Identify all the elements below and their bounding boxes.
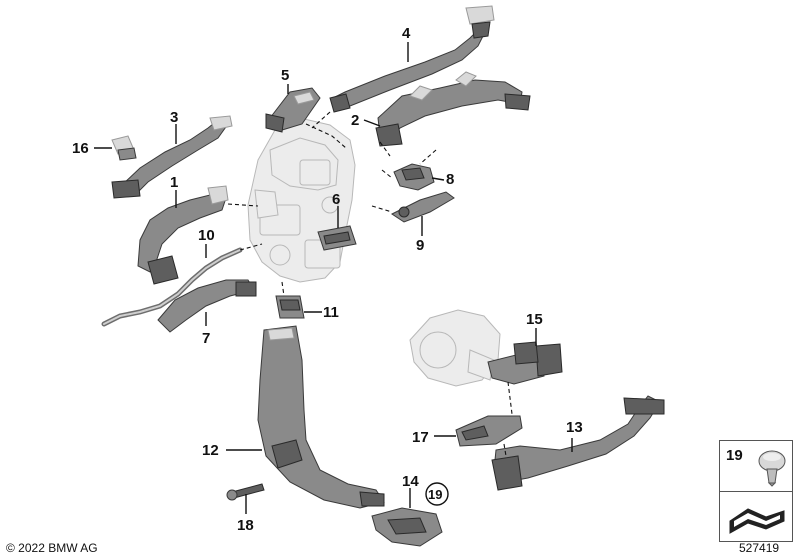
callout-18: 18 [237, 517, 254, 534]
part-8-nozzle[interactable] [393, 163, 435, 191]
hvac-unit [247, 117, 356, 283]
part-14-cover[interactable] [371, 507, 443, 547]
callout-8: 8 [446, 171, 454, 188]
part-16-clip[interactable] [111, 135, 137, 161]
callout-19-circle [425, 482, 449, 506]
part-18-pin[interactable] [226, 483, 265, 501]
part-10-drain-hose[interactable] [101, 247, 243, 327]
callout-3: 3 [170, 109, 178, 126]
kit-set-icon [729, 508, 785, 534]
part-6-flap-box[interactable] [317, 225, 357, 251]
callout-19: 19 [428, 487, 442, 502]
callout-2: 2 [351, 112, 359, 129]
callout-5: 5 [281, 67, 289, 84]
part-4-upper-duct[interactable] [329, 5, 495, 113]
part-3-side-duct[interactable] [111, 115, 233, 199]
part-5-duct[interactable] [265, 87, 321, 133]
callout-15: 15 [526, 311, 543, 328]
callout-labels: 4 5 2 3 16 1 6 8 9 10 7 11 15 12 17 13 1… [72, 25, 583, 534]
callout-11: 11 [323, 304, 339, 321]
part-17-bracket[interactable] [455, 415, 523, 447]
part-11-adapter[interactable] [275, 295, 305, 319]
part-1-footwell-duct[interactable] [137, 185, 229, 285]
legend-part-number: 19 [726, 447, 743, 464]
legend-box: 19 [719, 440, 793, 542]
part-2-main-duct[interactable] [375, 71, 531, 147]
part-15-outlet[interactable] [487, 341, 563, 385]
callout-7: 7 [202, 330, 210, 347]
part-13-rear-right-duct[interactable] [491, 395, 665, 491]
callout-16: 16 [72, 140, 89, 157]
clip-icon [758, 450, 786, 487]
callout-9: 9 [416, 237, 424, 254]
callout-12: 12 [202, 442, 219, 459]
copyright-text: © 2022 BMW AG [6, 541, 98, 555]
part-7-duct[interactable] [157, 279, 257, 333]
part-9-bracket[interactable] [391, 191, 455, 223]
part-12-rear-duct[interactable] [257, 325, 385, 509]
callout-1: 1 [170, 174, 178, 191]
callout-10: 10 [198, 227, 215, 244]
callout-17: 17 [412, 429, 429, 446]
rear-blower-ghost [409, 309, 501, 387]
callout-13: 13 [566, 419, 583, 436]
callout-6: 6 [332, 191, 340, 208]
leader-lines [94, 42, 573, 514]
diagram-reference-number: 527419 [739, 541, 780, 555]
legend-divider [720, 491, 792, 492]
callout-14: 14 [402, 473, 419, 490]
callout-4: 4 [402, 25, 411, 42]
assembly-lines [227, 111, 513, 457]
